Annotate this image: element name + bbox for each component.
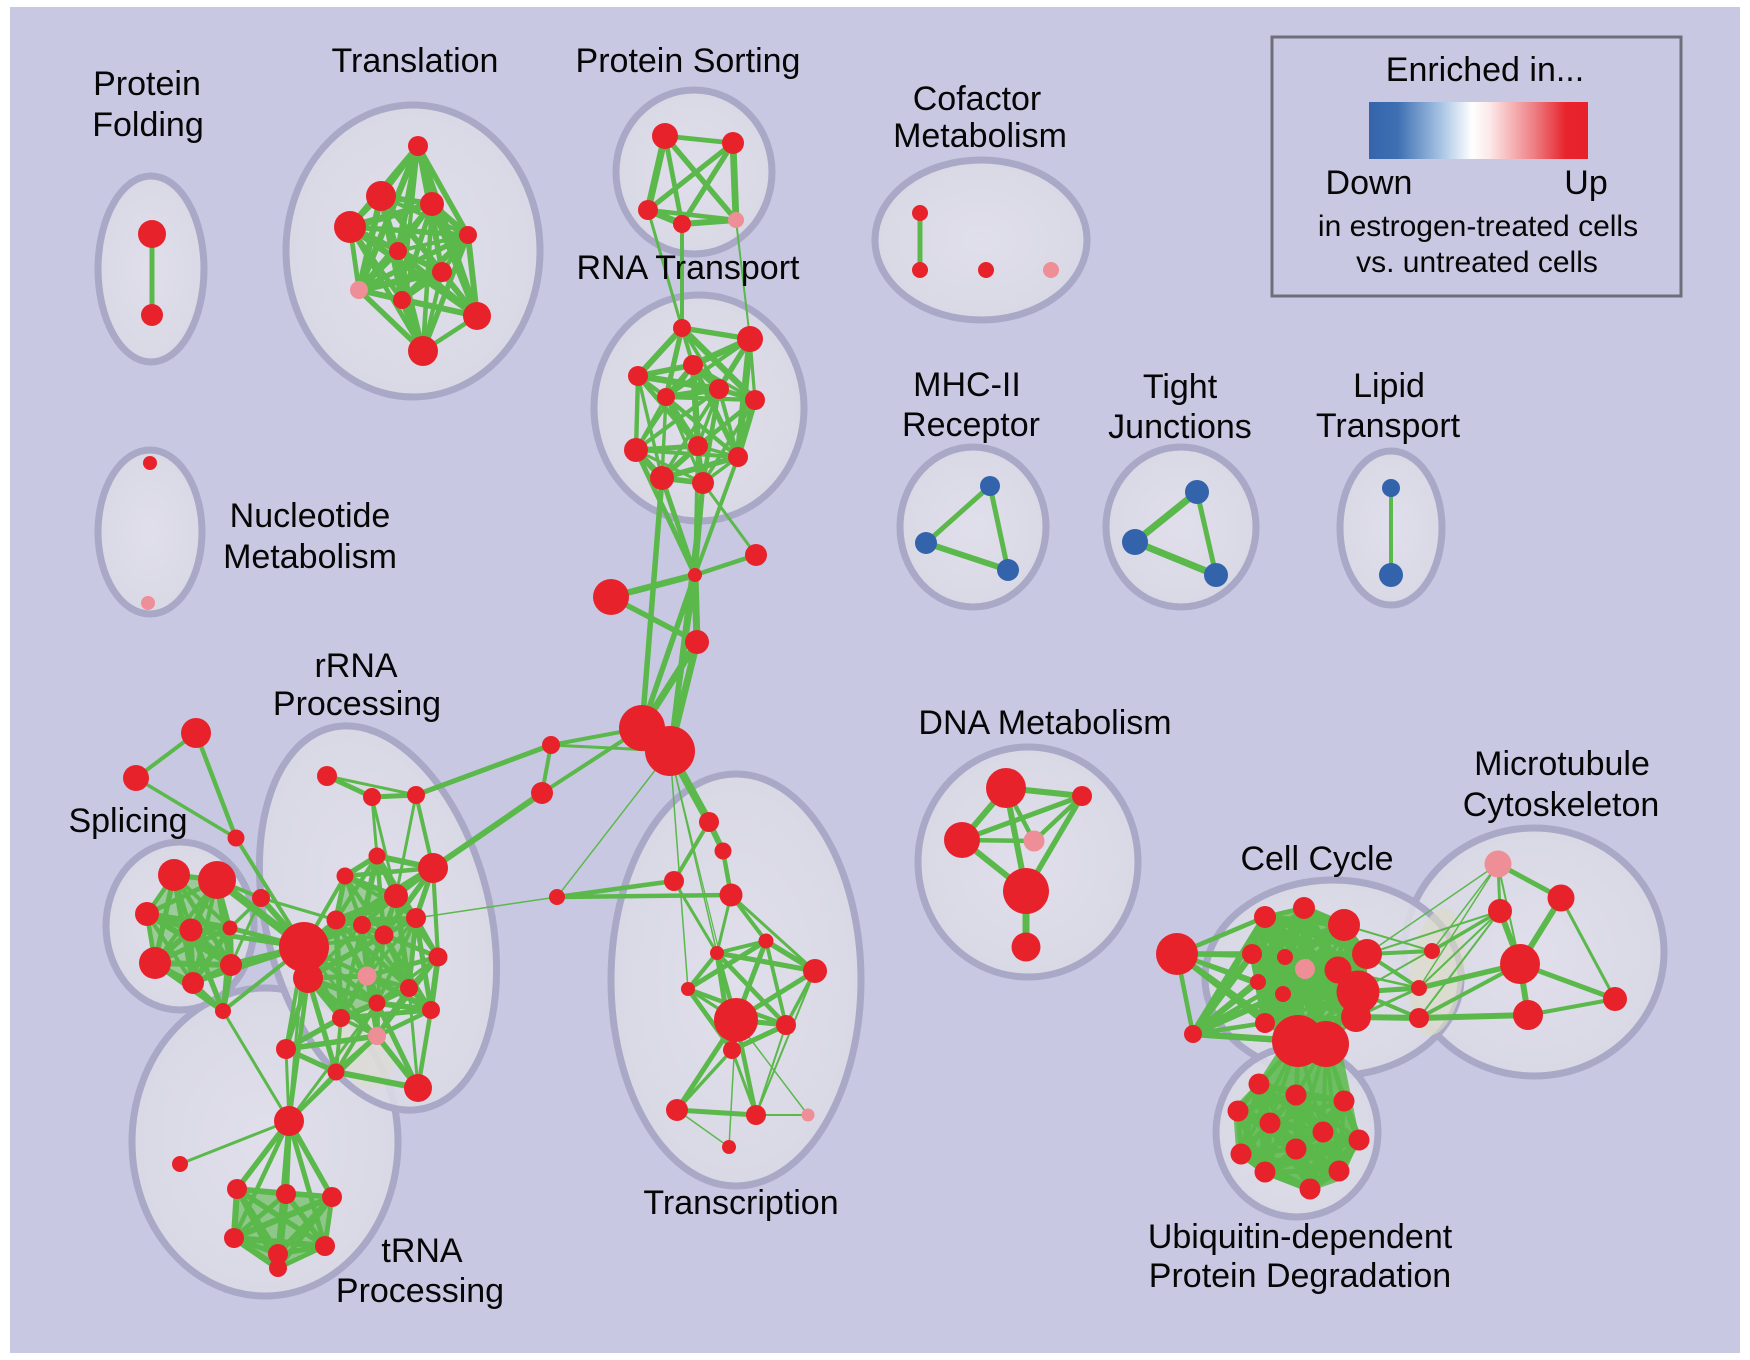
svg-text:Ubiquitin-dependent: Ubiquitin-dependent [1148, 1218, 1453, 1256]
svg-text:Transcription: Transcription [643, 1184, 838, 1222]
svg-text:Enriched in...: Enriched in... [1386, 51, 1584, 89]
svg-text:Down: Down [1326, 164, 1413, 202]
svg-text:Transport: Transport [1316, 407, 1461, 445]
svg-text:Cytoskeleton: Cytoskeleton [1463, 786, 1660, 824]
svg-text:tRNA: tRNA [381, 1232, 463, 1270]
svg-text:Nucleotide: Nucleotide [230, 497, 391, 535]
svg-text:rRNA: rRNA [314, 647, 397, 685]
svg-text:MHC-II: MHC-II [913, 366, 1021, 404]
svg-text:Tight: Tight [1143, 368, 1218, 406]
svg-text:Metabolism: Metabolism [893, 117, 1067, 155]
svg-text:Metabolism: Metabolism [223, 538, 397, 576]
svg-text:Up: Up [1564, 164, 1607, 202]
svg-text:Receptor: Receptor [902, 406, 1040, 444]
svg-text:Splicing: Splicing [68, 802, 187, 840]
svg-text:Cofactor: Cofactor [913, 80, 1042, 118]
svg-text:Processing: Processing [336, 1272, 504, 1310]
svg-text:Protein: Protein [93, 65, 201, 103]
svg-text:Folding: Folding [92, 106, 204, 144]
svg-text:Microtubule: Microtubule [1474, 745, 1650, 783]
svg-text:Processing: Processing [273, 685, 441, 723]
svg-text:RNA Transport: RNA Transport [577, 249, 801, 287]
svg-text:Translation: Translation [332, 42, 499, 80]
svg-text:Protein Degradation: Protein Degradation [1149, 1257, 1451, 1295]
svg-text:Junctions: Junctions [1108, 408, 1252, 446]
svg-text:DNA Metabolism: DNA Metabolism [918, 704, 1171, 742]
svg-text:in estrogen-treated cells: in estrogen-treated cells [1318, 210, 1638, 243]
svg-text:Protein Sorting: Protein Sorting [576, 42, 801, 80]
svg-text:Lipid: Lipid [1353, 367, 1425, 405]
svg-text:Cell Cycle: Cell Cycle [1240, 840, 1393, 878]
svg-text:vs. untreated cells: vs. untreated cells [1356, 246, 1598, 279]
